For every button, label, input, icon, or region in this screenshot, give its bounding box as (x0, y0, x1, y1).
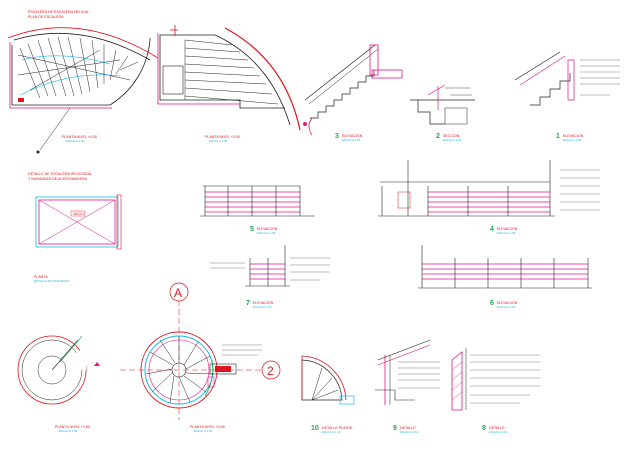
svg-text:ESCALA 1:25: ESCALA 1:25 (342, 138, 361, 142)
view10-detail-plan (301, 355, 355, 405)
caption-plan-a: PLANTA NIVEL +0.00 ESCALA 1:50 (62, 135, 97, 143)
svg-text:PLANTA NIVEL +0.00: PLANTA NIVEL +0.00 (190, 425, 225, 429)
svg-text:ESCALA 1:25: ESCALA 1:25 (253, 305, 272, 309)
svg-text:ELEVACION: ELEVACION (497, 227, 518, 231)
svg-text:DETALLE PLANTA: DETALLE PLANTA (322, 426, 353, 430)
caption-view1: 1 ELEVACION ESCALA 1:25 (556, 133, 584, 142)
svg-text:ESCALA 1:25: ESCALA 1:25 (563, 138, 582, 142)
caption-view6: 6 ELEVACION ESCALA 1:25 (490, 300, 518, 309)
svg-text:10: 10 (311, 425, 319, 432)
svg-text:9: 9 (393, 425, 397, 432)
svg-text:8: 8 (482, 425, 486, 432)
svg-text:ELEVACION: ELEVACION (497, 301, 518, 305)
svg-text:ESCALA 1:10: ESCALA 1:10 (400, 430, 419, 434)
svg-text:ESCALA 1:50: ESCALA 1:50 (66, 139, 85, 143)
caption-view5: 5 ELEVACION ESCALA 1:25 (250, 226, 278, 235)
svg-text:ELEVACION: ELEVACION (253, 301, 274, 305)
view3-stair-elevation (304, 44, 403, 136)
svg-text:SECCION: SECCION (443, 134, 460, 138)
caption-plan-void: PLANTA DETALLE DE PASAMANO (34, 275, 70, 283)
view7-railing-elevation (210, 245, 330, 287)
plan-void-detail: VACIO (35, 194, 122, 250)
svg-text:5: 5 (250, 226, 254, 233)
svg-text:ESCALA 1:10: ESCALA 1:10 (322, 430, 341, 434)
svg-text:PLANTA NIVEL +2.80: PLANTA NIVEL +2.80 (55, 425, 90, 429)
svg-text:DETALLE: DETALLE (489, 426, 505, 430)
svg-text:2: 2 (436, 133, 440, 140)
caption-plan-b: PLANTA NIVEL +0.00 ESCALA 1:50 (205, 135, 240, 143)
view1-elevation (514, 51, 620, 106)
caption-view2: 2 SECCION ESCALA 1:25 (436, 133, 462, 142)
caption-plan-d: PLANTA NIVEL +0.00 ESCALA 1:50 (190, 425, 225, 433)
svg-text:DETALLE: DETALLE (400, 426, 416, 430)
svg-text:7: 7 (246, 300, 250, 307)
svg-text:PLAN DE ESCALERA: PLAN DE ESCALERA (28, 15, 64, 19)
svg-text:ESCALA 1:25: ESCALA 1:25 (443, 138, 462, 142)
svg-text:1: 1 (556, 133, 560, 140)
svg-text:ESCALA 1:25: ESCALA 1:25 (257, 231, 276, 235)
header-detail-mid: DETALLE DE ESCALERA HELICOIDAL Y BARANDA… (28, 172, 92, 181)
svg-text:3: 3 (335, 133, 339, 140)
svg-text:6: 6 (490, 300, 494, 307)
svg-text:DETALLE DE ESCALERA HELICOIDAL: DETALLE DE ESCALERA HELICOIDAL (28, 172, 92, 176)
view2-section (410, 84, 475, 125)
svg-text:ESCALA 1:10: ESCALA 1:10 (489, 430, 508, 434)
svg-text:ESCALA 1:25: ESCALA 1:25 (497, 231, 516, 235)
caption-view9: 9 DETALLE ESCALA 1:10 (393, 425, 419, 434)
caption-view7: 7 ELEVACION ESCALA 1:25 (246, 300, 274, 309)
caption-view8: 8 DETALLE ESCALA 1:10 (482, 425, 508, 434)
caption-plan-c: PLANTA NIVEL +2.80 ESCALA 1:50 (55, 425, 90, 433)
svg-text:ESCALA 1:50: ESCALA 1:50 (194, 429, 213, 433)
caption-view4: 4 ELEVACION ESCALA 1:25 (490, 226, 518, 235)
svg-text:ELEVACION: ELEVACION (342, 134, 363, 138)
svg-text:ELEVACION: ELEVACION (563, 134, 584, 138)
view8-detail (451, 348, 540, 411)
svg-text:ELEVACION: ELEVACION (257, 227, 278, 231)
view5-railing-elevation (200, 185, 315, 217)
plan-curved-stair-a (7, 27, 159, 154)
svg-text:ESCALERA DE ESCALERA HELICAL: ESCALERA DE ESCALERA HELICAL (28, 10, 89, 14)
grid-bubble-2: 2 (267, 364, 274, 378)
svg-text:PLANTA: PLANTA (34, 275, 48, 279)
svg-text:PLANTA NIVEL +0.00: PLANTA NIVEL +0.00 (62, 135, 97, 139)
svg-text:ESCALA 1:50: ESCALA 1:50 (59, 429, 78, 433)
plan-spiral-d: A 2 (120, 282, 281, 420)
svg-text:PLANTA NIVEL +0.00: PLANTA NIVEL +0.00 (205, 135, 240, 139)
caption-view10: 10 DETALLE PLANTA ESCALA 1:10 (311, 425, 353, 434)
svg-text:Y BARANDAS DE ACERO/MADERA: Y BARANDAS DE ACERO/MADERA (28, 177, 88, 181)
svg-text:DETALLE DE PASAMANO: DETALLE DE PASAMANO (34, 279, 70, 283)
plan-spiral-c (17, 335, 100, 405)
view6-railing-elevation (418, 245, 592, 289)
void-label: VACIO (73, 212, 84, 216)
svg-text:ESCALA 1:50: ESCALA 1:50 (209, 139, 228, 143)
plan-curved-stair-b (157, 25, 307, 131)
view9-detail (375, 339, 440, 405)
caption-view3: 3 ELEVACION ESCALA 1:25 (335, 133, 363, 142)
svg-text:ESCALA 1:25: ESCALA 1:25 (497, 305, 516, 309)
header-spiral-stair: ESCALERA DE ESCALERA HELICAL PLAN DE ESC… (28, 10, 89, 19)
view4-railing-elevation (378, 160, 600, 217)
svg-text:4: 4 (490, 226, 494, 233)
grid-bubble-a: A (174, 286, 182, 300)
